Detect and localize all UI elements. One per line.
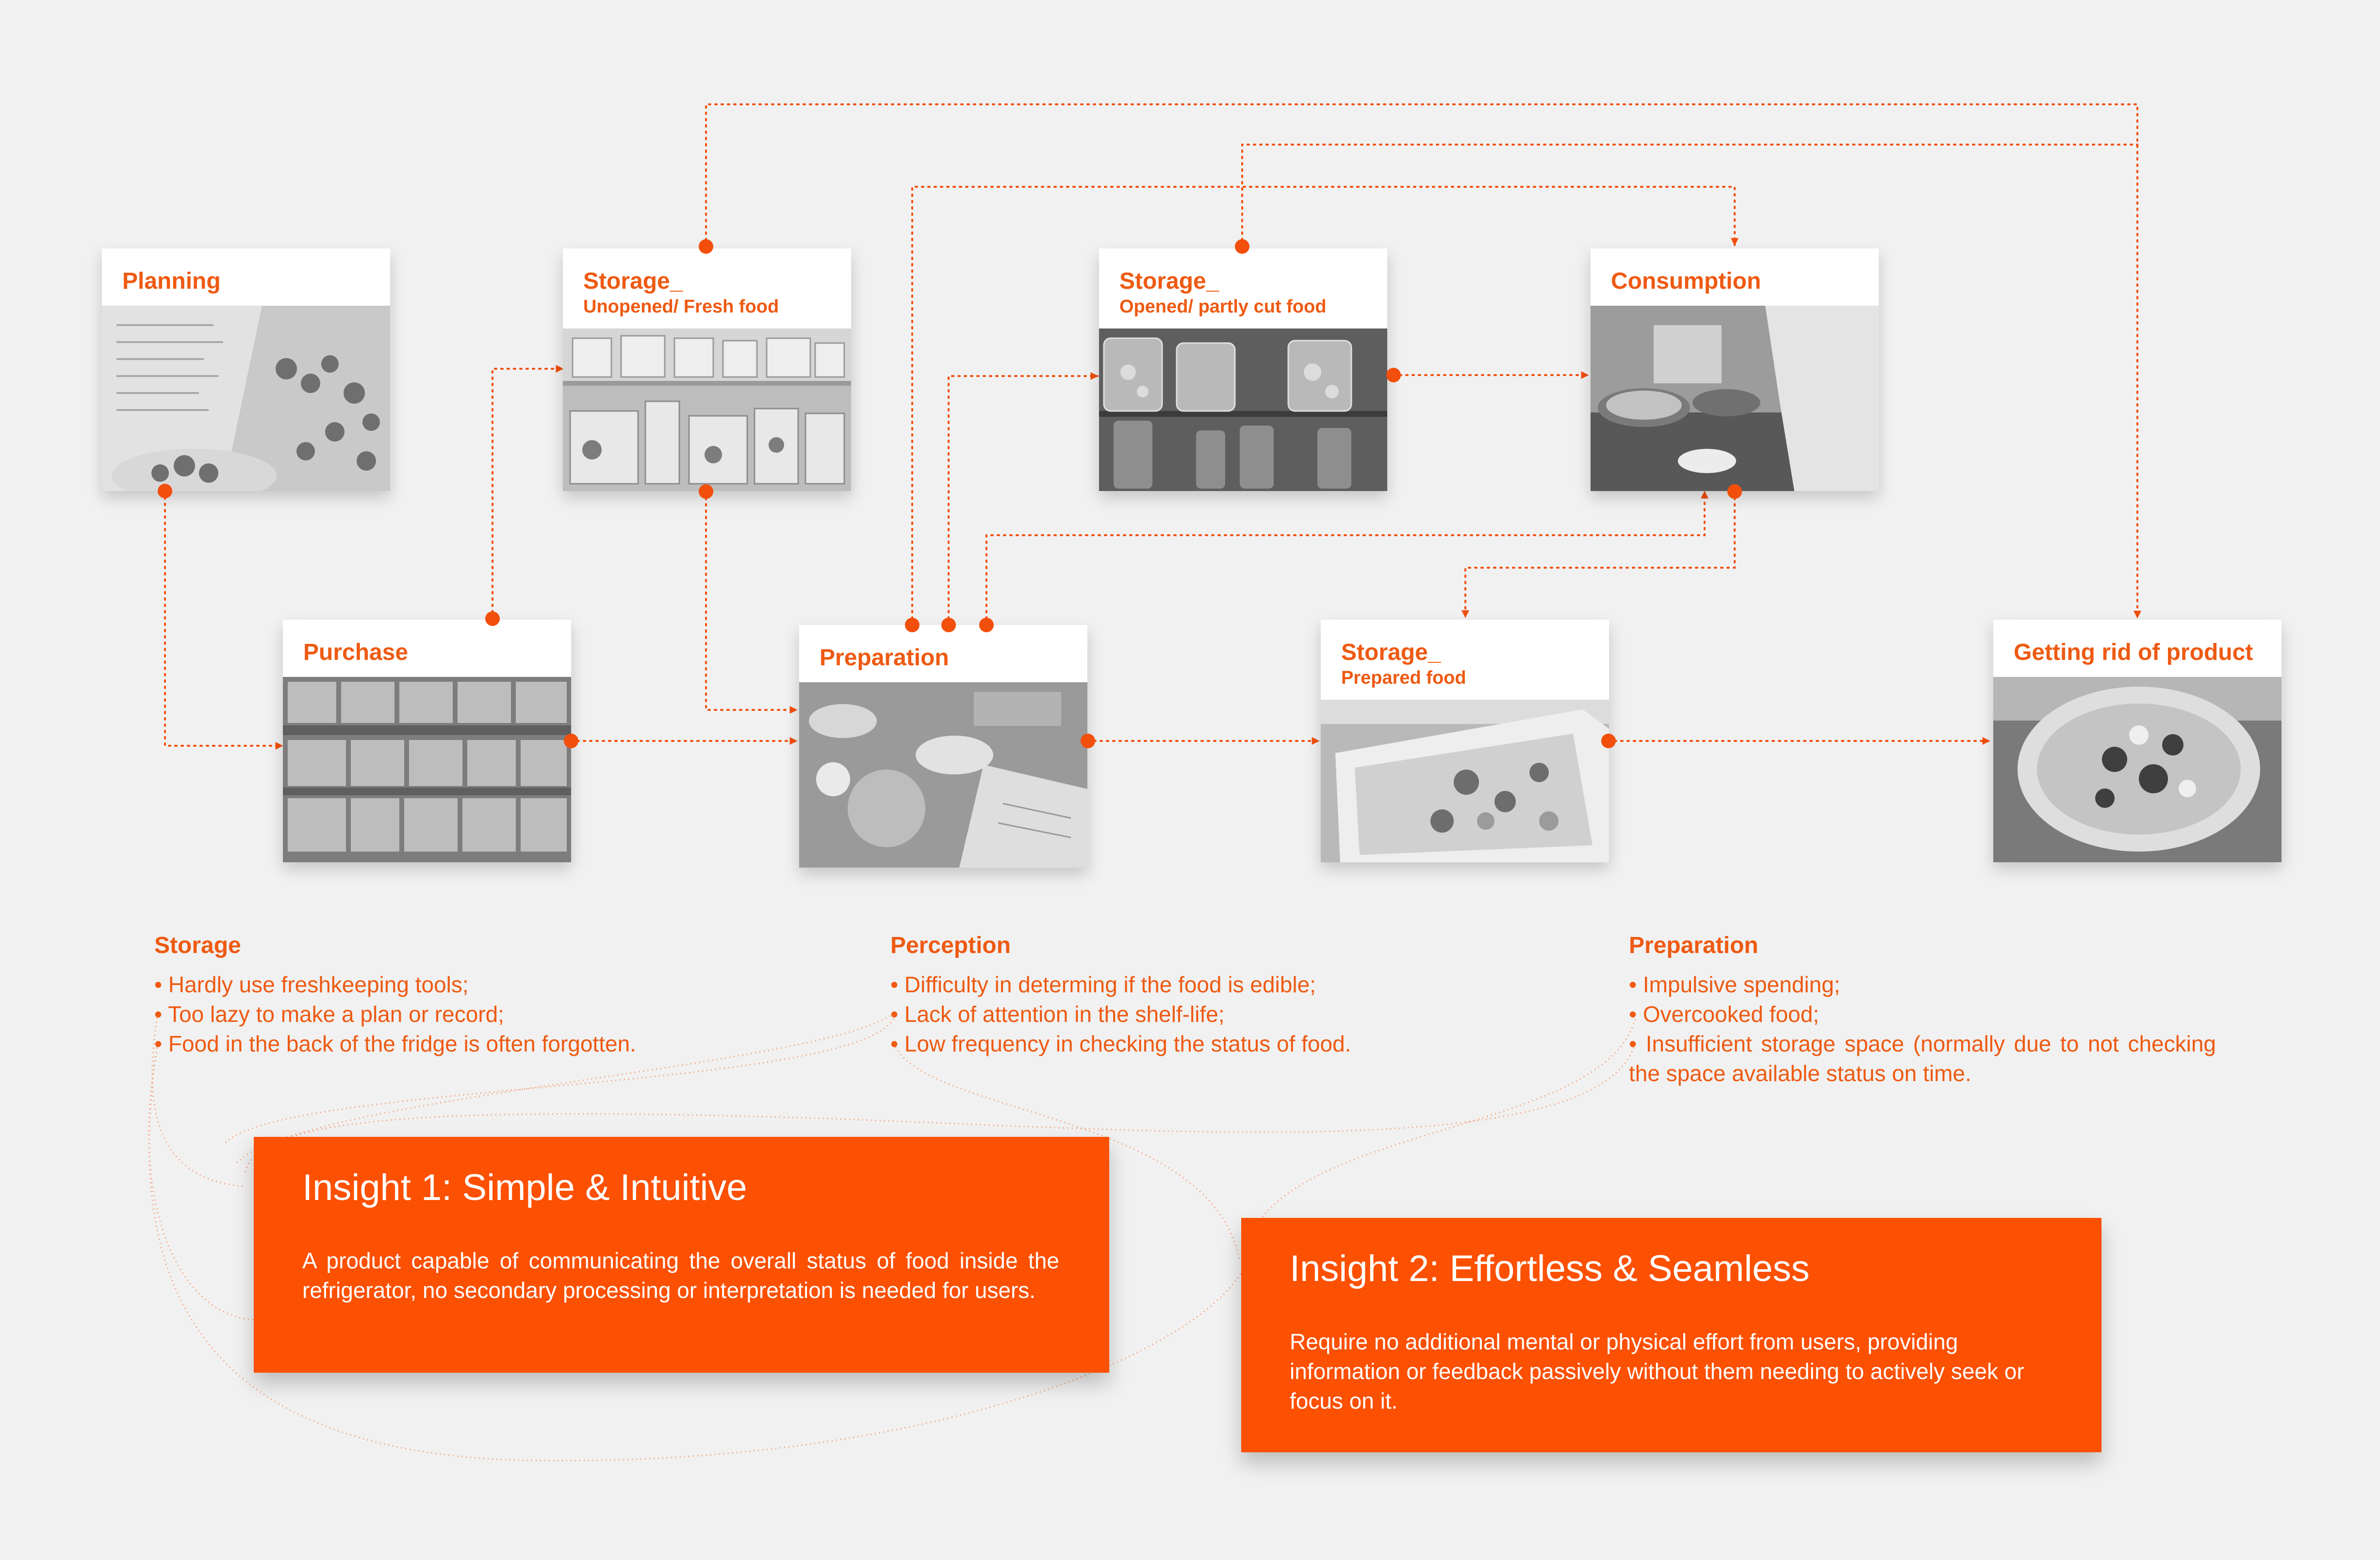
flow-storage-unopened-to-disposal <box>705 103 2141 619</box>
connector-dot <box>1601 734 1616 748</box>
stage-storage-opened-sub: Opened/ partly cut food <box>1119 296 1327 317</box>
stage-storage-opened[interactable]: Storage_ Opened/ partly cut food <box>1099 248 1387 491</box>
stage-consumption-label: Consumption <box>1611 268 1761 294</box>
market-photo <box>283 677 571 862</box>
flow-purchase-to-storage-unopened <box>492 365 564 620</box>
stage-storage-unopened[interactable]: Storage_ Unopened/ Fresh food <box>563 248 851 491</box>
insight-1-body: A product capable of communicating the o… <box>302 1248 1059 1303</box>
insight-1-title: Insight 1: Simple & Intuitive <box>302 1167 747 1208</box>
container-photo <box>1321 700 1609 862</box>
stage-storage-unopened-sub: Unopened/ Fresh food <box>583 296 779 317</box>
stage-consumption[interactable]: Consumption <box>1591 248 1879 491</box>
connector-dot <box>1386 368 1401 382</box>
food-waste-photo <box>1993 677 2282 862</box>
issue-item: • Difficulty in determing if the food is… <box>890 972 1316 997</box>
insight-card-1: Insight 1: Simple & Intuitive A product … <box>254 1137 1109 1373</box>
issue-item: • Low frequency in checking the status o… <box>890 1031 1351 1056</box>
flow-planning-to-purchase <box>164 490 283 750</box>
stage-storage-prepared-label: Storage_ Prepared food <box>1341 640 1466 689</box>
stage-preparation-label: Preparation <box>820 645 949 671</box>
connector-dot <box>1081 734 1095 748</box>
issue-item: • Overcooked food; <box>1629 1002 1819 1027</box>
stage-planning[interactable]: Planning <box>102 248 390 491</box>
issues-preparation-title: Preparation <box>1629 933 1758 958</box>
insight-2-body: Require no additional mental or physical… <box>1290 1329 2024 1413</box>
issue-link-storage-insight1 <box>151 1013 246 1187</box>
flow-consumption-to-prepared <box>1461 491 1736 618</box>
issue-item: • Lack of attention in the shelf-life; <box>890 1002 1225 1027</box>
issues-storage: Storage • Hardly use freshkeeping tools;… <box>154 931 636 1059</box>
flow-prepared-consumption-link <box>985 491 1708 626</box>
connector-dot <box>1727 484 1742 499</box>
connector-dot <box>699 239 713 254</box>
stage-storage-unopened-label: Storage_ Unopened/ Fresh food <box>583 268 779 317</box>
stage-purchase[interactable]: Purchase <box>283 620 571 862</box>
issue-item: • Hardly use freshkeeping tools; <box>154 972 469 997</box>
stage-planning-label: Planning <box>122 268 221 294</box>
cooking-photo <box>1591 306 1879 491</box>
issue-item: • Too lazy to make a plan or record; <box>154 1002 504 1027</box>
connector-dot <box>941 618 956 632</box>
issues-preparation: Preparation • Impulsive spending; • Over… <box>1629 931 2216 1088</box>
kitchen-prep-photo <box>799 682 1087 868</box>
stage-storage-prepared-sub: Prepared food <box>1341 668 1466 688</box>
connector-dot <box>564 734 578 748</box>
connector-dot <box>979 618 994 632</box>
connector-dot <box>485 611 500 626</box>
flow-storage-unopened-to-preparation <box>705 491 798 714</box>
issue-item: • Impulsive spending; <box>1629 972 1840 997</box>
jars-photo <box>1099 328 1387 491</box>
issue-link-preparation-insight2 <box>1241 1018 1636 1262</box>
issue-item: • Food in the back of the fridge is ofte… <box>154 1031 636 1056</box>
flow-storage-opened-to-disposal <box>1241 144 2138 247</box>
issues-storage-title: Storage <box>154 933 241 958</box>
flow-preparation-to-storage-opened <box>948 372 1099 626</box>
stage-storage-opened-label: Storage_ Opened/ partly cut food <box>1119 268 1327 317</box>
connector-dot <box>699 484 713 499</box>
fridge-photo <box>563 328 851 491</box>
stage-disposal[interactable]: Getting rid of product <box>1993 620 2282 862</box>
issues-perception: Perception • Difficulty in determing if … <box>890 931 1351 1059</box>
stage-purchase-label: Purchase <box>303 640 409 665</box>
insight-2-title: Insight 2: Effortless & Seamless <box>1290 1248 1810 1289</box>
connector-dot <box>905 618 919 632</box>
insight-card-2: Insight 2: Effortless & Seamless Require… <box>1241 1218 2101 1452</box>
connector-dot <box>1235 239 1249 254</box>
connector-dot <box>158 484 172 498</box>
stage-storage-prepared[interactable]: Storage_ Prepared food <box>1321 620 1609 862</box>
issues-perception-title: Perception <box>890 933 1011 958</box>
stage-preparation[interactable]: Preparation <box>799 625 1087 868</box>
issue-item: • Insufficient storage space (normally d… <box>1629 1031 2216 1086</box>
notes-and-fruit-photo <box>102 306 390 491</box>
stage-disposal-label: Getting rid of product <box>2014 640 2253 665</box>
issue-link-perception-insight2 <box>893 1043 1241 1262</box>
issue-link-storage-insight1-b <box>148 1043 258 1321</box>
